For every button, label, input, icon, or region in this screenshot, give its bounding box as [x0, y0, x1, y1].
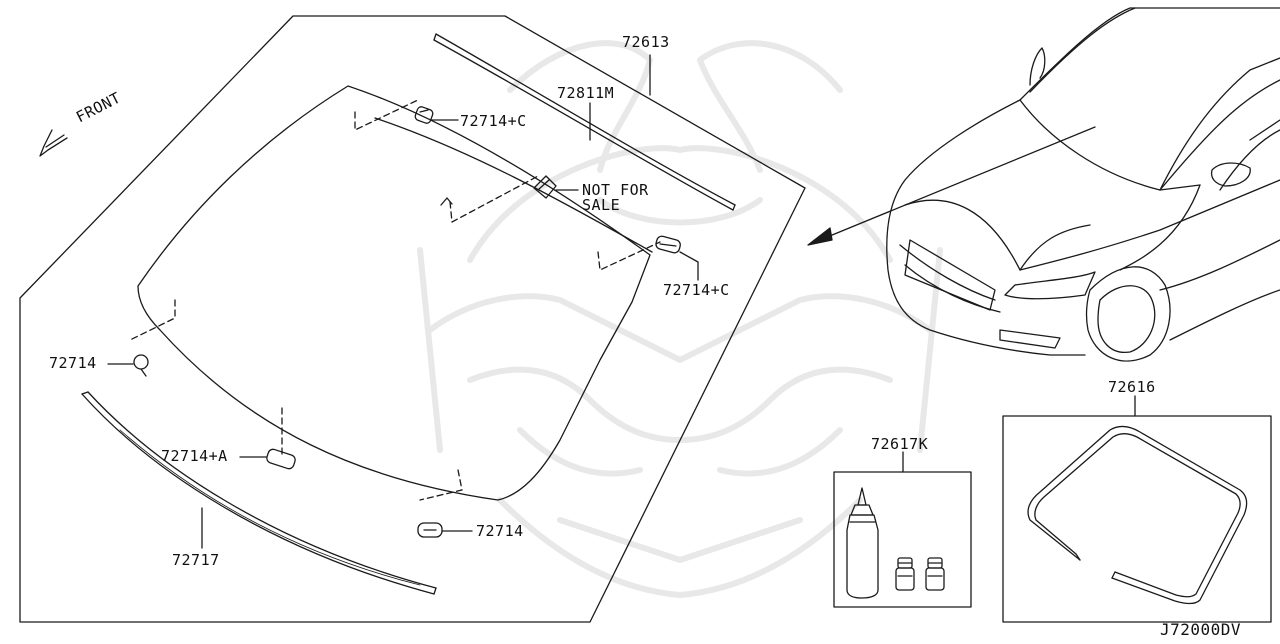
locator-tick	[440, 197, 453, 206]
not-for-sale-label: NOT FOR SALE	[582, 181, 649, 214]
locator-dash-lines	[129, 99, 661, 501]
windshield-glass	[137, 85, 651, 501]
label-spacer-a: 72714+A	[161, 447, 228, 465]
clip-bottom-part	[417, 522, 443, 538]
label-72811m: 72811M	[557, 84, 615, 102]
clip-right-c-part	[655, 235, 681, 254]
pointer-arrow	[807, 126, 1096, 246]
clip-top-c-part	[414, 106, 434, 124]
leader-clip-right	[679, 251, 699, 281]
vehicle-illustration	[886, 7, 1280, 362]
label-clip-top-c: 72714+C	[460, 112, 527, 130]
dam-strip-part	[1027, 425, 1248, 605]
lower-molding-part	[81, 391, 437, 595]
front-arrow-icon	[39, 129, 68, 157]
adhesive-kit-box	[833, 471, 972, 608]
dam-kit-box	[1002, 415, 1272, 623]
windshield-mirror-line	[374, 117, 653, 253]
primer-bottle-2-part	[925, 557, 945, 591]
label-72616: 72616	[1108, 378, 1156, 396]
label-clip-bottom: 72714	[476, 522, 524, 540]
label-clip-left: 72714	[49, 354, 97, 372]
label-72617k: 72617K	[871, 435, 929, 453]
exploded-panel-outline	[19, 15, 806, 623]
diagram-code: J72000DV	[1160, 620, 1242, 639]
adhesive-tube-part	[846, 487, 879, 599]
clip-left-part	[133, 354, 149, 377]
spacer-a-part	[266, 448, 296, 470]
label-72717: 72717	[172, 551, 220, 569]
label-clip-right-c: 72714+C	[663, 281, 730, 299]
clip-nfs-part	[533, 175, 557, 199]
label-72613: 72613	[622, 33, 670, 51]
upper-molding-part	[433, 33, 736, 211]
primer-bottle-1-part	[895, 557, 915, 591]
